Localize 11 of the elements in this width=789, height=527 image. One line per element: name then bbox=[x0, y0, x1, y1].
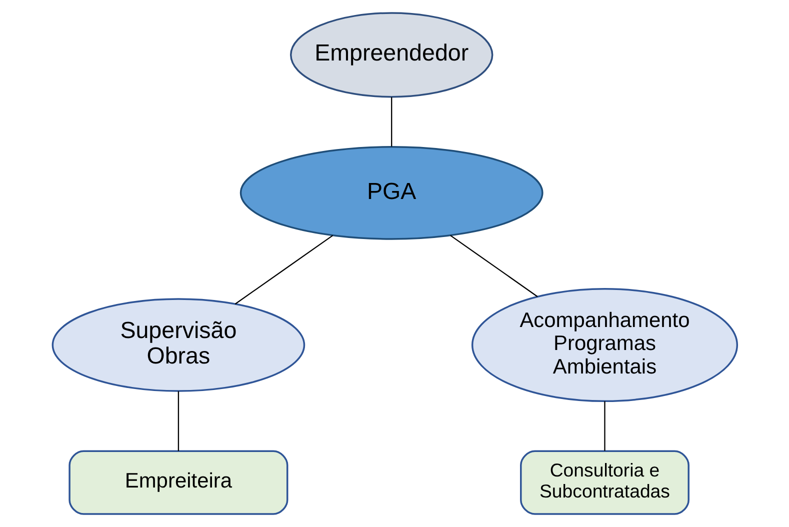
connector bbox=[450, 234, 538, 298]
node-box: Empreiteira bbox=[68, 450, 288, 515]
node-box: Consultoria e Subcontratadas bbox=[520, 450, 689, 515]
node-ellipse: PGA bbox=[239, 146, 543, 240]
connector bbox=[177, 391, 179, 452]
connector bbox=[234, 234, 333, 304]
connector bbox=[390, 97, 392, 147]
node-ellipse: Supervisão Obras bbox=[51, 298, 305, 392]
node-ellipse: Acompanhamento Programas Ambientais bbox=[470, 288, 738, 402]
node-ellipse: Empreendedor bbox=[289, 12, 493, 98]
connector bbox=[604, 401, 605, 451]
